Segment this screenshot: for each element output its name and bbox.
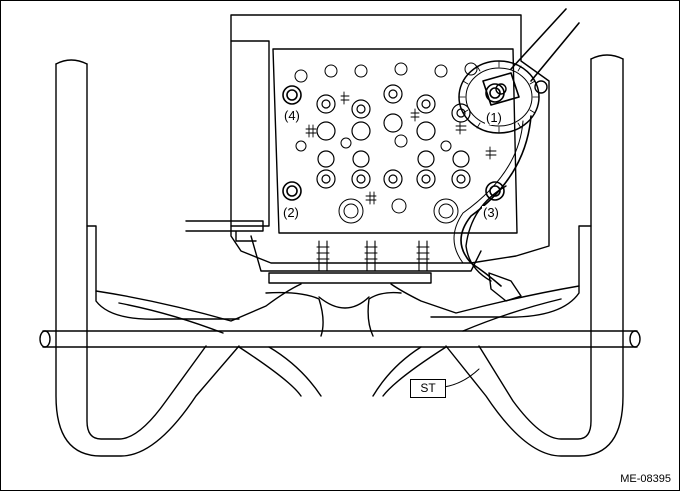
mount-plate bbox=[268, 272, 432, 284]
left-post-inner bbox=[86, 63, 207, 440]
bolt-4-marker bbox=[282, 85, 302, 105]
figure-code: ME-08395 bbox=[620, 473, 671, 485]
angle-gauge bbox=[453, 8, 580, 302]
block-left-flange bbox=[230, 40, 270, 227]
wrench-handle bbox=[510, 8, 580, 82]
bolt-2-marker bbox=[282, 181, 302, 201]
head-surface bbox=[272, 48, 518, 234]
gauge-knob bbox=[534, 80, 548, 94]
block-lower-edge bbox=[250, 235, 482, 272]
mount-bracket bbox=[318, 296, 370, 309]
gauge-cable bbox=[460, 115, 532, 287]
rear-frame-left bbox=[86, 225, 240, 320]
hatch-marks bbox=[305, 91, 497, 205]
crossbar-end-left bbox=[39, 330, 51, 348]
left-bracket bbox=[185, 220, 264, 242]
engine-block bbox=[185, 14, 550, 282]
special-tool-label: ST bbox=[410, 379, 446, 398]
callout-4: (4) bbox=[283, 108, 301, 123]
right-brace-lower bbox=[462, 298, 562, 332]
gauge-dial-inner bbox=[465, 67, 533, 127]
callout-1: (1) bbox=[485, 110, 503, 125]
left-post bbox=[55, 63, 240, 457]
gauge-clip bbox=[488, 272, 522, 302]
block-outline bbox=[230, 14, 550, 264]
left-brace bbox=[95, 283, 302, 322]
callout-2: (2) bbox=[282, 205, 300, 220]
gauge-body bbox=[482, 72, 520, 106]
valve-springs-upper bbox=[316, 84, 471, 141]
x-tube-left bbox=[238, 346, 322, 397]
gauge-cable-inner bbox=[453, 120, 524, 264]
mount-pedestal bbox=[265, 291, 402, 337]
left-brace-lower bbox=[118, 302, 224, 334]
rear-frame-right bbox=[430, 225, 592, 318]
bolt-3-marker bbox=[485, 181, 505, 201]
right-post-cap bbox=[590, 54, 624, 60]
head-bolts bbox=[282, 83, 505, 201]
gauge-ticks bbox=[458, 60, 540, 134]
st-leader bbox=[443, 368, 480, 388]
right-hose bbox=[465, 185, 507, 282]
valve-springs-lower bbox=[316, 150, 471, 189]
right-post-inner bbox=[478, 58, 592, 440]
right-post bbox=[445, 58, 624, 457]
port-bosses bbox=[294, 62, 478, 224]
left-post-cap bbox=[55, 59, 88, 65]
callout-3: (3) bbox=[482, 205, 500, 220]
gauge-pivot bbox=[495, 83, 507, 95]
crossbar-end-right bbox=[629, 330, 641, 348]
stand-frame bbox=[39, 54, 641, 457]
x-tube-right bbox=[372, 346, 447, 397]
studs bbox=[316, 240, 430, 272]
right-brace bbox=[390, 283, 580, 314]
